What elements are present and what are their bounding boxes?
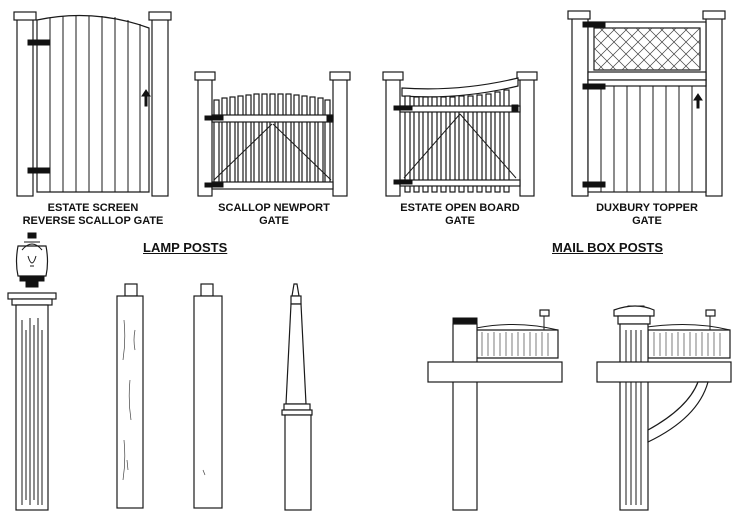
estate-open-board-gate <box>382 71 538 197</box>
mail-box-posts-heading: MAIL BOX POSTS <box>552 240 663 255</box>
gate-caption-duxbury-topper: DUXBURY TOPPER GATE <box>596 202 698 227</box>
mail-box-post-plain <box>427 309 563 511</box>
duxbury-topper-gate <box>567 10 726 197</box>
mail-box-post-fluted-with-cap <box>596 305 732 511</box>
scallop-newport-gate <box>194 71 351 197</box>
gate-caption-estate-open-board: ESTATE OPEN BOARD GATE <box>400 202 520 227</box>
estate-screen-reverse-scallop-gate <box>13 11 172 197</box>
lamp-post-smooth <box>193 283 223 509</box>
gate-caption-scallop-newport: SCALLOP NEWPORT GATE <box>218 202 330 227</box>
lamp-post-rustic-wood <box>116 283 144 509</box>
gate-caption-estate-screen: ESTATE SCREEN REVERSE SCALLOP GATE <box>22 202 164 227</box>
lamp-posts-heading: LAMP POSTS <box>143 240 228 255</box>
lamp-post-obelisk <box>281 283 313 511</box>
lamp-post-with-lantern <box>7 232 57 511</box>
